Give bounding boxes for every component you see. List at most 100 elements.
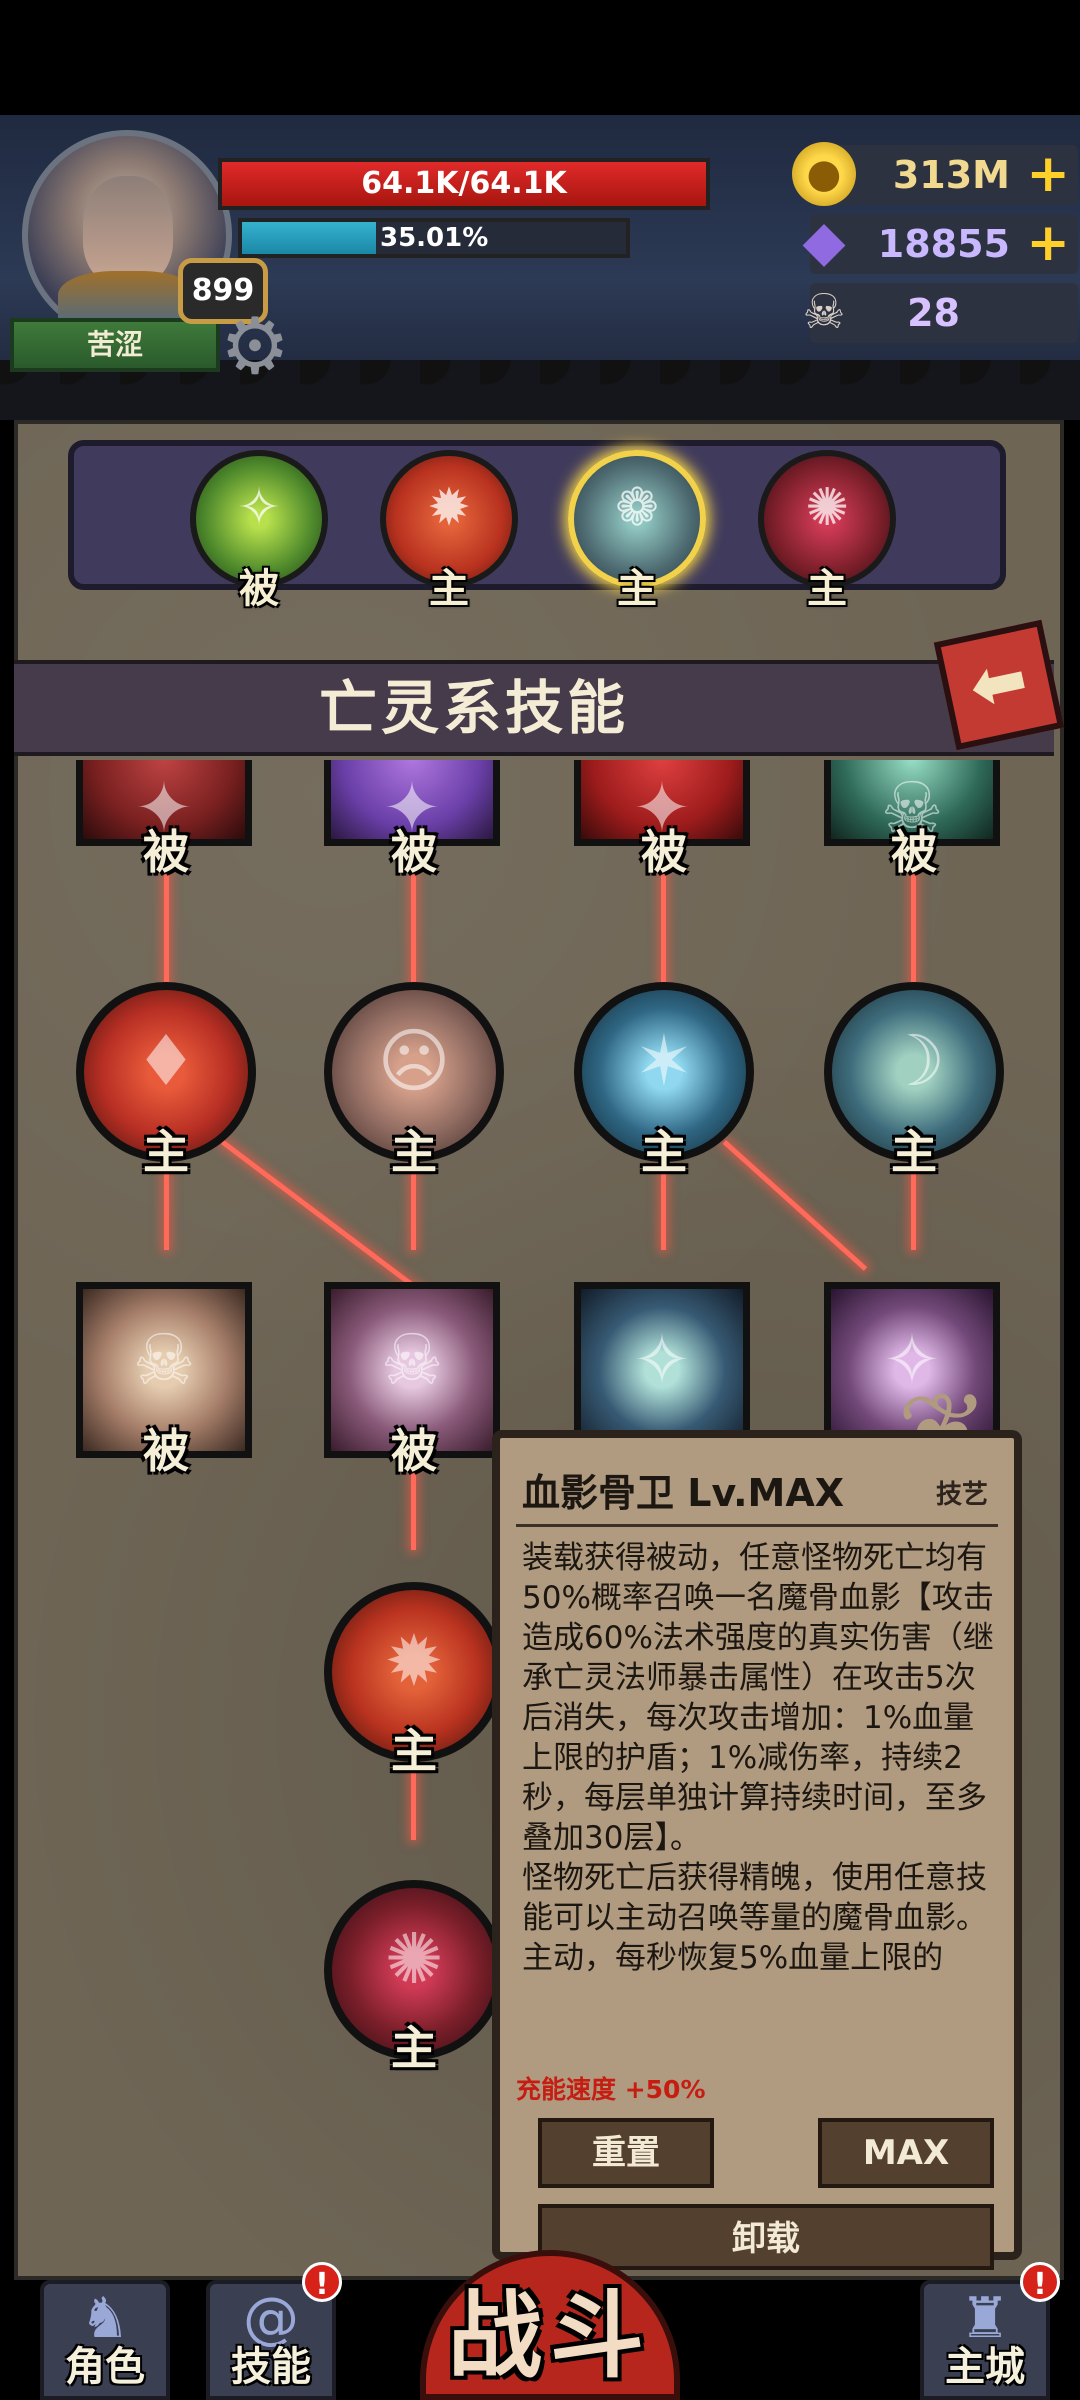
section-title-band: 亡灵系技能	[14, 660, 1054, 756]
tooltip-charge-speed: 充能速度 +50%	[516, 2075, 706, 2104]
category-tab-label: 主	[807, 566, 847, 612]
skill-node[interactable]: ☠	[76, 1282, 252, 1458]
gold-add-button[interactable]: +	[1026, 144, 1070, 204]
nav-skills-label: 技能	[231, 2344, 311, 2390]
avatar-face	[83, 176, 173, 286]
skill-tree: ✦ ✦ ✦ ☠ 被 被 被 被 ♦ ☹ ✶ ☽ 主 主 主 主 ☠ ☠ ✧ ✧ …	[14, 760, 1064, 2280]
skill-node-label: 被	[891, 825, 937, 879]
skill-node-label: 被	[143, 1424, 189, 1478]
tentacle-icon: ❁	[615, 478, 659, 538]
skill-node-label: 主	[391, 2021, 437, 2075]
tree-link	[411, 870, 416, 1050]
category-tab-demon[interactable]: ✺	[758, 450, 896, 588]
skill-node-label: 主	[391, 1125, 437, 1179]
back-arrow-icon: ⬅	[962, 638, 1035, 729]
castle-icon: ♜	[959, 2286, 1011, 2351]
category-tab-nature[interactable]: ✧	[190, 450, 328, 588]
swirl-icon: @	[243, 2286, 299, 2351]
skill-icon: ☽	[882, 1020, 946, 1102]
category-tab-label: 主	[429, 566, 469, 612]
skill-node[interactable]: ♦	[76, 982, 256, 1162]
skill-node[interactable]: ☽	[824, 982, 1004, 1162]
skill-node[interactable]: ✧	[824, 1282, 1000, 1458]
nav-city-button[interactable]: ♜ 主城	[920, 2280, 1050, 2400]
player-level-badge: 899	[178, 258, 268, 324]
skill-node[interactable]: ✦	[324, 760, 500, 849]
city-alert-badge: !	[1020, 2262, 1060, 2302]
skill-node-label: 被	[641, 825, 687, 879]
skill-icon: ☠	[880, 767, 944, 849]
section-title: 亡灵系技能	[318, 674, 629, 742]
skull-icon: ☠	[132, 1319, 196, 1401]
tree-link	[661, 1160, 666, 1250]
skill-node[interactable]: ✦	[574, 760, 750, 849]
skill-node[interactable]: ✹	[324, 1582, 504, 1762]
gem-icon: ◆	[802, 209, 846, 274]
skill-node[interactable]: ✧	[574, 1282, 750, 1458]
skill-node-label: 主	[143, 1125, 189, 1179]
skill-node-label: 主	[891, 1125, 937, 1179]
demon-mask-icon: ✺	[805, 478, 849, 538]
tooltip-divider	[516, 1524, 998, 1527]
gear-icon[interactable]: ⚙	[220, 302, 290, 392]
skill-node[interactable]: ☹	[324, 982, 504, 1162]
tree-link	[911, 870, 916, 1050]
exp-bar-fill	[242, 222, 377, 254]
token-row: 28	[810, 283, 1078, 343]
skills-alert-badge: !	[302, 2262, 342, 2302]
gem-value: 18855	[877, 222, 1010, 266]
skill-icon: ✧	[632, 1319, 692, 1401]
skill-node[interactable]: ✺	[324, 1880, 504, 2060]
skill-node[interactable]: ☠	[824, 760, 1000, 849]
nav-city-label: 主城	[945, 2344, 1025, 2390]
demon-mask-icon: ✺	[384, 1918, 444, 2000]
tree-link	[722, 1140, 868, 1271]
tree-link	[911, 1160, 916, 1250]
skill-tooltip: 血影骨卫 Lv.MAX 技艺 装载获得被动，任意怪物死亡均有50%概率召唤一名魔…	[492, 1430, 1022, 2270]
helmet-icon: ♞	[79, 2286, 131, 2351]
tooltip-tag: 技艺	[935, 1480, 988, 1510]
max-button[interactable]: MAX	[818, 2118, 994, 2188]
hp-text: 64.1K/64.1K	[361, 166, 567, 201]
exp-text: 35.01%	[380, 223, 489, 253]
unload-button[interactable]: 卸载	[538, 2204, 994, 2270]
reset-button[interactable]: 重置	[538, 2118, 714, 2188]
skill-node-label: 主	[391, 1724, 437, 1778]
status-bar	[0, 0, 1080, 115]
skill-node-label: 被	[391, 825, 437, 879]
gem-add-button[interactable]: +	[1026, 213, 1070, 273]
tooltip-title: 血影骨卫 Lv.MAX	[522, 1471, 845, 1515]
nav-character-button[interactable]: ♞ 角色	[40, 2280, 170, 2400]
battle-button[interactable]: 战斗	[420, 2250, 680, 2400]
category-tab-label: 被	[239, 566, 279, 612]
tree-link	[661, 870, 666, 1050]
back-button[interactable]: ⬅	[933, 619, 1065, 751]
skill-node-label: 被	[391, 1424, 437, 1478]
tree-link	[411, 1750, 416, 1840]
tree-link	[411, 1450, 416, 1550]
tooltip-description[interactable]: 装载获得被动，任意怪物死亡均有50%概率召唤一名魔骨血影【攻击造成60%法术强度…	[522, 1540, 994, 1976]
hp-bar-fill	[222, 162, 706, 206]
claw-icon: ✹	[384, 1620, 444, 1702]
player-name: 苦涩	[10, 318, 220, 372]
token-value: 28	[907, 291, 960, 335]
gold-value: 313M	[892, 153, 1010, 197]
gem-row: 18855 +	[810, 214, 1078, 274]
skill-icon: ✧	[882, 1319, 942, 1401]
ram-skull-icon: ☠	[802, 284, 846, 340]
exp-bar: 35.01%	[238, 218, 630, 258]
category-tab-label: 主	[617, 566, 657, 612]
category-tab-undead[interactable]: ❁	[568, 450, 706, 588]
skill-node-label: 主	[641, 1125, 687, 1179]
skill-node[interactable]: ✦	[76, 760, 252, 849]
tree-link	[164, 870, 169, 1050]
category-tab-blood[interactable]: ✹	[380, 450, 518, 588]
skull-icon: ☠	[380, 1319, 444, 1401]
skill-icon: ♦	[134, 1020, 198, 1102]
coin-icon: ●	[792, 142, 856, 206]
claw-icon: ✹	[427, 478, 471, 538]
skill-node[interactable]: ✶	[574, 982, 754, 1162]
skill-node[interactable]: ☠	[324, 1282, 500, 1458]
vine-icon: ✧	[237, 478, 281, 538]
skill-node-label: 被	[143, 825, 189, 879]
